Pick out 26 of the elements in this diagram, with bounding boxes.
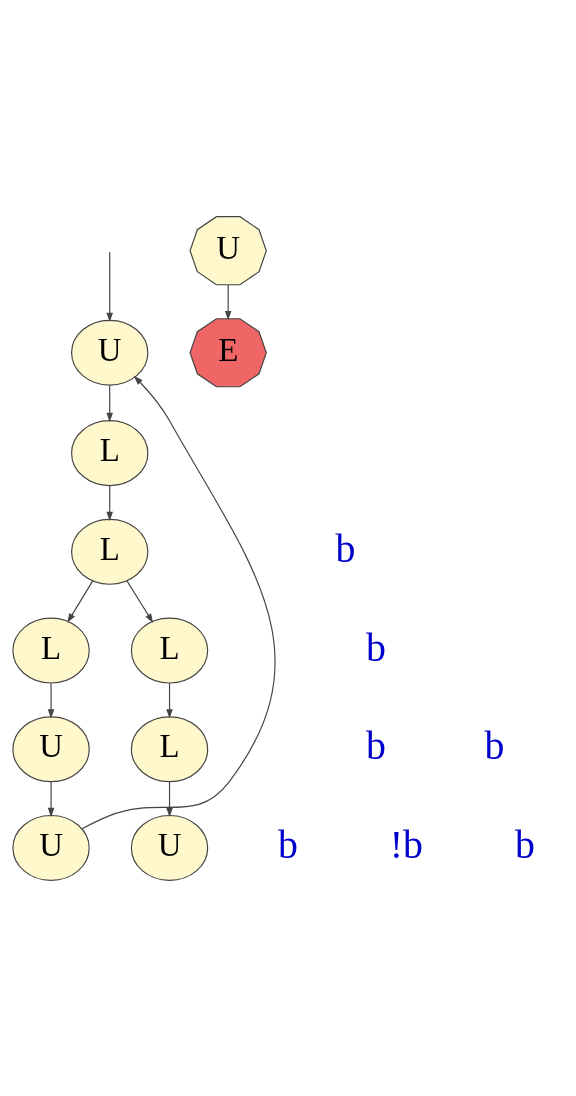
- label: b: [514, 821, 535, 867]
- node-ellipse: U: [130, 814, 209, 881]
- label: b: [335, 525, 356, 571]
- label: b: [366, 624, 386, 670]
- label: b: [278, 821, 298, 867]
- arrow: [67, 579, 94, 623]
- node-ellipse: L: [130, 617, 209, 684]
- node-ellipse: L: [71, 518, 149, 585]
- node-ellipse: L: [71, 419, 149, 486]
- node-ellipse: U: [12, 814, 90, 881]
- arrow: [166, 682, 173, 719]
- arrow: [106, 250, 113, 322]
- arrow: [166, 780, 173, 817]
- label: !b: [389, 821, 424, 867]
- arrow: [126, 579, 154, 623]
- label: b: [484, 722, 505, 768]
- arrow: [106, 484, 113, 521]
- arrow: [224, 284, 232, 320]
- node-ellipse: L: [12, 617, 90, 684]
- node-ellipse: U: [12, 715, 90, 782]
- arrow: [106, 384, 113, 422]
- arrow: [47, 780, 55, 817]
- node-ellipse: L: [130, 715, 209, 782]
- label: b: [366, 722, 386, 768]
- arrow: [81, 375, 276, 829]
- arrow: [47, 682, 55, 719]
